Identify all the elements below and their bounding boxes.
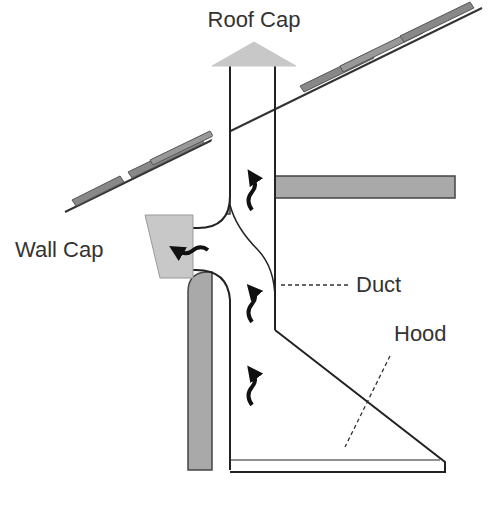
ceiling-beam (275, 176, 455, 198)
leader-line (281, 285, 390, 447)
part-label: Wall Cap (15, 238, 103, 262)
duct (190, 66, 275, 470)
roof (65, 2, 482, 212)
part-label: Duct (356, 273, 401, 297)
part-label: Roof Cap (208, 8, 301, 32)
roof-cap (212, 42, 296, 66)
airflow-arrow (176, 176, 255, 405)
part-label: Hood (394, 322, 447, 346)
wall (188, 272, 212, 470)
wall-cap (145, 215, 193, 278)
hood (230, 330, 445, 472)
